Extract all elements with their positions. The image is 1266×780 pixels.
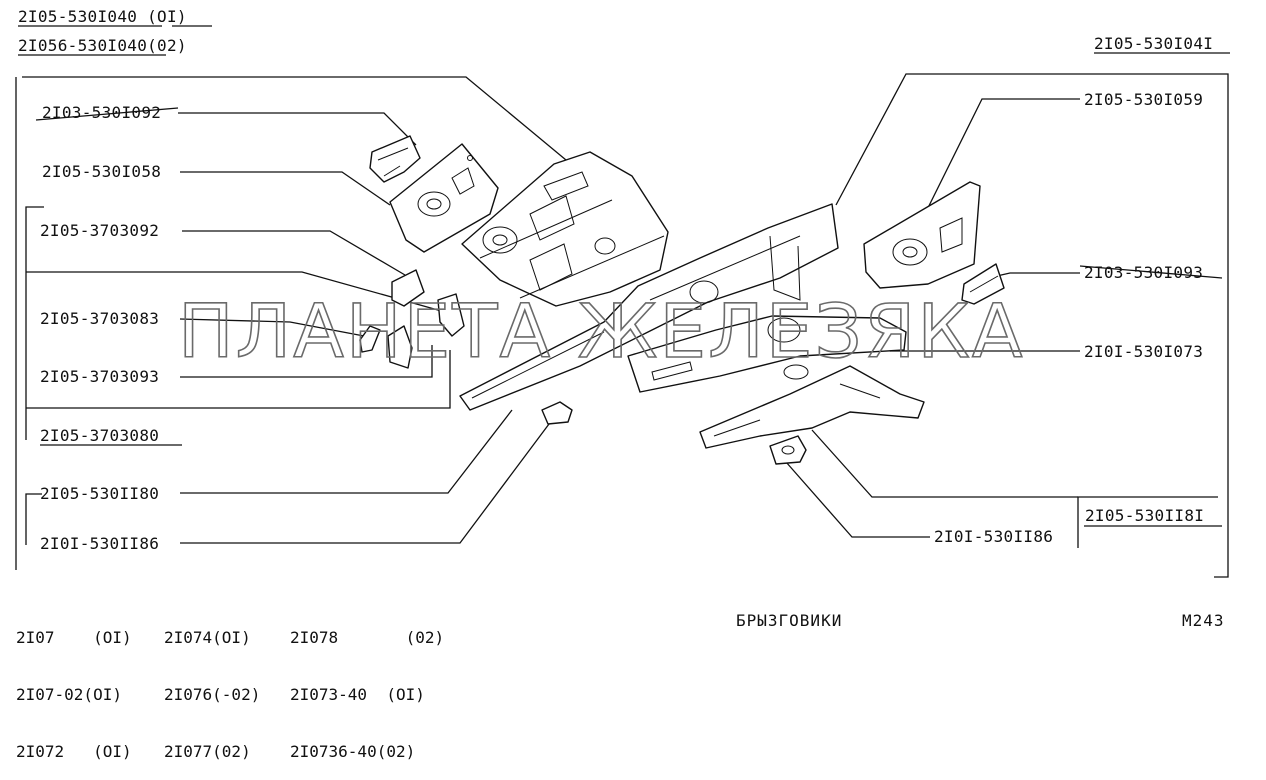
label-2I03-530I093: 2I03-530I093 [1084,263,1203,282]
model-entry: 2I077(02) [164,742,251,761]
part-mount-right [769,435,807,465]
leader-2I05-3703083 [179,318,365,337]
models-column-1: 2I07 (OI) 2I07-02(OI) 2I072 (OI) [16,590,132,780]
leader-2I03-530I093 [987,272,1080,279]
label-2I05-530I059: 2I05-530I059 [1084,90,1203,109]
strike-2I03-530I093 [1079,265,1223,279]
header-assembly-code-1: 2I05-530I040 (OI) [18,7,187,26]
leader-2I0I-530II86-right [785,461,930,538]
header-assembly-code-2: 2I056-530I040(02) [18,36,187,55]
leader-2I0I-530II86-left [180,419,553,544]
model-entry: 2I072 (OI) [16,742,132,761]
label-2I05-3703083: 2I05-3703083 [40,309,159,328]
header-assembly-code-right: 2I05-530I04I [1094,34,1213,53]
part-panel-left [389,143,499,253]
part-rail-right [627,315,907,393]
label-2I05-530II8I: 2I05-530II8I [1085,506,1204,525]
leader-2I05-3703093 [180,345,433,378]
model-entry: 2I078 (02) [290,628,445,647]
model-entry: 2I074(OI) [164,628,251,647]
part-bracket-3703093 [387,293,465,369]
strike-2I03-530I092 [35,107,179,121]
label-2I05-3703080: 2I05-3703080 [40,426,159,445]
part-panel-right [863,181,981,289]
bracket-530II80 [25,493,42,545]
models-column-2: 2I074(OI) 2I076(-02) 2I077(02) [164,590,260,780]
leader-2I05-530I059 [911,98,1080,241]
parts-diagram: 2I05-530I040 (OI) 2I056-530I040(02) 2I05… [15,7,1230,578]
frame-right [835,73,1229,578]
leader-2I05-530II8I [811,429,1078,498]
leader-2I03-530I092 [178,112,417,146]
part-small-bracket-left [369,135,421,183]
leader-bracket-bottom [26,350,451,409]
model-entry: 2I0736-40(02) [290,742,416,761]
part-mount-left [541,401,573,425]
page-code: M243 [1182,611,1225,630]
bracket-3703080 [25,206,44,440]
label-2I03-530I092: 2I03-530I092 [42,103,161,122]
leader-2I05-530I058 [180,171,391,206]
models-column-3: 2I078 (02) 2I073-40 (OI) 2I0736-40(02) [290,590,444,780]
diagram-title: БРЫЗГОВИКИ [736,611,843,630]
label-2I05-530II80: 2I05-530II80 [40,484,159,503]
part-longitudinal-left [459,203,839,411]
label-2I05-3703093: 2I05-3703093 [40,367,159,386]
part-longitudinal-right [699,364,925,449]
leader-2I05-3703092 [182,230,406,276]
part-bracket-3703092 [391,269,425,307]
label-2I05-3703092: 2I05-3703092 [40,221,159,240]
part-clip-3703083 [359,325,381,353]
label-2I0I-530II86-left: 2I0I-530II86 [40,534,159,553]
model-entry: 2I07-02(OI) [16,685,122,704]
label-2I0I-530II86-right: 2I0I-530II86 [934,527,1053,546]
model-entry: 2I076(-02) [164,685,261,704]
model-entry: 2I07 (OI) [16,628,132,647]
label-2I05-530I058: 2I05-530I058 [42,162,161,181]
label-2I0I-530I073: 2I0I-530I073 [1084,342,1203,361]
leader-2I05-530II80 [180,409,513,494]
model-entry: 2I073-40 (OI) [290,685,425,704]
watermark-text: ПЛАНЕТА ЖЕЛЕЗЯКА [178,289,1025,375]
part-apron-left [461,151,669,307]
part-small-bracket-right [961,263,1005,305]
frame-top-left [22,76,567,161]
